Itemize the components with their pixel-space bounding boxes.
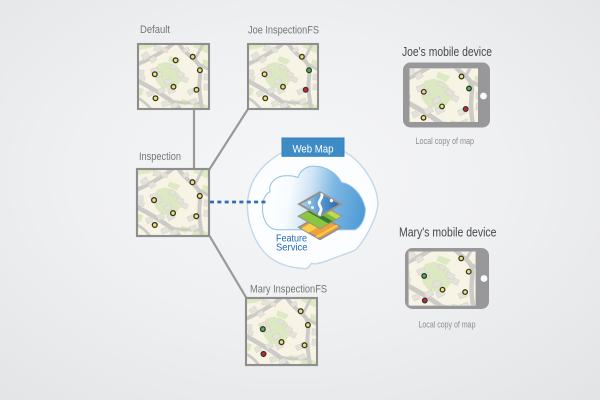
- svg-text:Local copy of map: Local copy of map: [416, 136, 475, 147]
- svg-text:Mary's mobile device: Mary's mobile device: [399, 225, 497, 240]
- svg-text:Web Map: Web Map: [293, 143, 334, 155]
- svg-text:Service: Service: [276, 243, 308, 254]
- svg-text:Local copy of map: Local copy of map: [419, 320, 476, 331]
- svg-text:Default: Default: [140, 24, 170, 36]
- svg-text:Joe's mobile device: Joe's mobile device: [402, 44, 492, 59]
- svg-text:Mary InspectionFS: Mary InspectionFS: [250, 284, 327, 296]
- svg-text:Inspection: Inspection: [139, 151, 181, 163]
- svg-text:Feature: Feature: [276, 234, 307, 245]
- svg-text:Joe InspectionFS: Joe InspectionFS: [248, 24, 319, 36]
